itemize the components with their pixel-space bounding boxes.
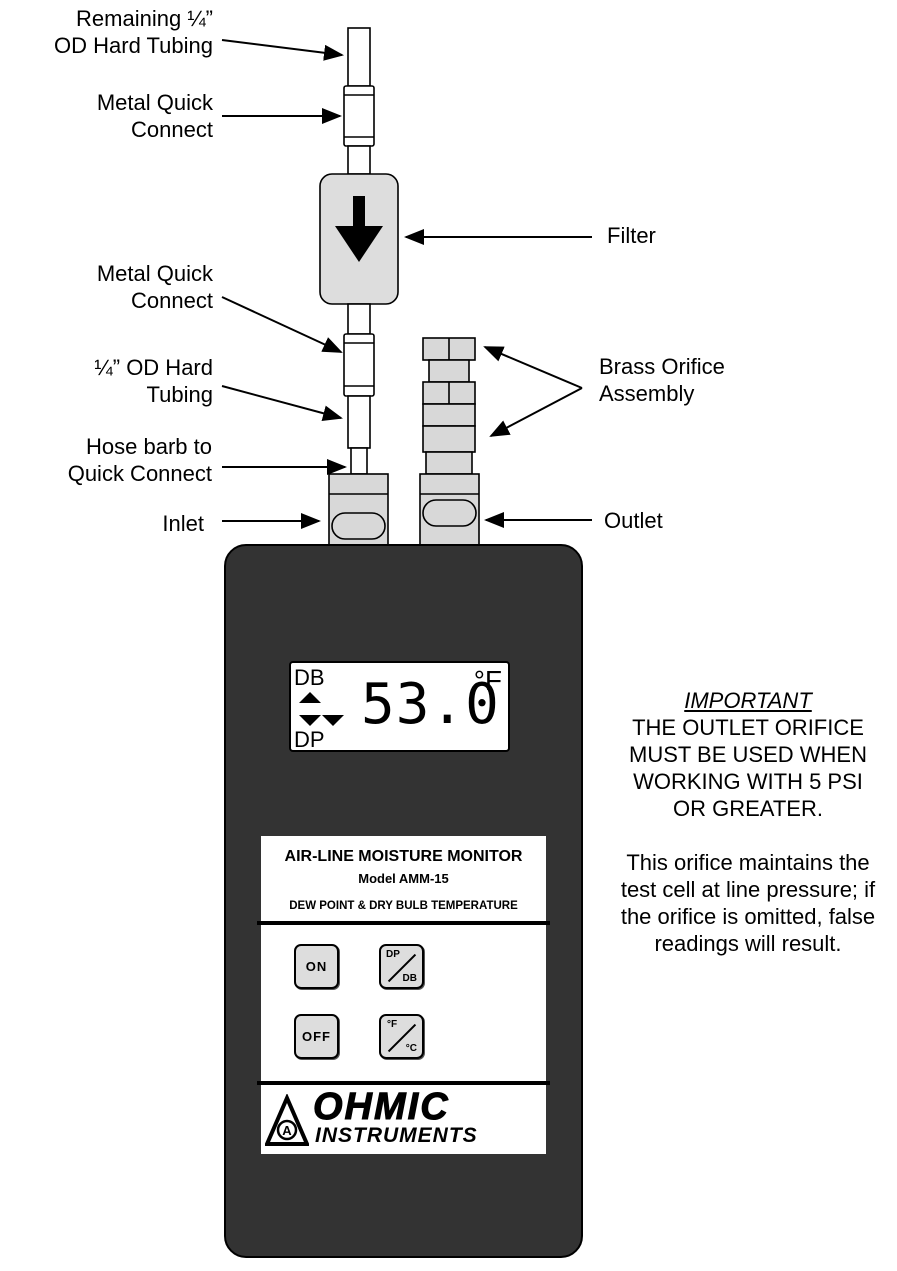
- hose-barb: [350, 447, 368, 475]
- important-note: IMPORTANT THE OUTLET ORIFICE MUST BE USE…: [598, 687, 897, 957]
- note-warning-line: WORKING WITH 5 PSI: [633, 769, 863, 794]
- remaining-tubing-label: Remaining ¼”OD Hard Tubing: [54, 6, 213, 58]
- f-c-toggle-button[interactable]: °F °C: [379, 1014, 424, 1059]
- db-indicator: DB: [294, 665, 325, 690]
- panel-divider-bottom: [257, 1081, 550, 1085]
- note-warning-line: THE OUTLET ORIFICE: [632, 715, 864, 740]
- unit-indicator: °F: [473, 665, 502, 696]
- note-body-line: readings will result.: [654, 931, 842, 956]
- ohmic-logo: A OHMIC INSTRUMENTS: [261, 1086, 546, 1154]
- note-body-line: the orifice is omitted, false: [620, 904, 876, 929]
- triangle-logo-icon: A: [265, 1094, 309, 1146]
- panel-subtitle: DEW POINT & DRY BULB TEMPERATURE: [289, 900, 518, 912]
- hard-tubing: [347, 395, 371, 449]
- lcd-display: DB DP 53.0 °F: [289, 661, 510, 752]
- brand-ohmic: OHMIC: [313, 1086, 450, 1129]
- note-heading: IMPORTANT: [684, 688, 812, 713]
- filter-label: Filter: [607, 223, 656, 248]
- note-warning-line: MUST BE USED WHEN: [629, 742, 867, 767]
- down-triangle-icon-2: [322, 715, 344, 726]
- flow-arrow-icon: [335, 196, 383, 262]
- remaining-tubing: [347, 27, 371, 87]
- note-body-line: This orifice maintains the: [626, 850, 870, 875]
- svg-text:A: A: [282, 1123, 292, 1138]
- dp-db-toggle-button[interactable]: DP DB: [379, 944, 424, 989]
- panel-divider-top: [257, 921, 550, 925]
- panel-title: AIR-LINE MOISTURE MONITOR: [284, 848, 523, 865]
- panel-model: Model AMM-15: [358, 871, 449, 886]
- on-button[interactable]: ON: [294, 944, 339, 989]
- note-warning-line: OR GREATER.: [673, 796, 823, 821]
- off-button[interactable]: OFF: [294, 1014, 339, 1059]
- front-panel: AIR-LINE MOISTURE MONITOR Model AMM-15 D…: [261, 836, 546, 1154]
- temperature-reading: 53.0: [361, 672, 500, 737]
- brand-instruments: INSTRUMENTS: [315, 1124, 478, 1147]
- inlet-label: Inlet: [162, 511, 204, 536]
- dp-indicator: DP: [294, 727, 325, 752]
- outlet-label: Outlet: [604, 508, 663, 533]
- note-body-line: test cell at line pressure; if: [620, 877, 876, 902]
- up-triangle-icon: [299, 692, 321, 703]
- down-triangle-icon: [299, 715, 321, 726]
